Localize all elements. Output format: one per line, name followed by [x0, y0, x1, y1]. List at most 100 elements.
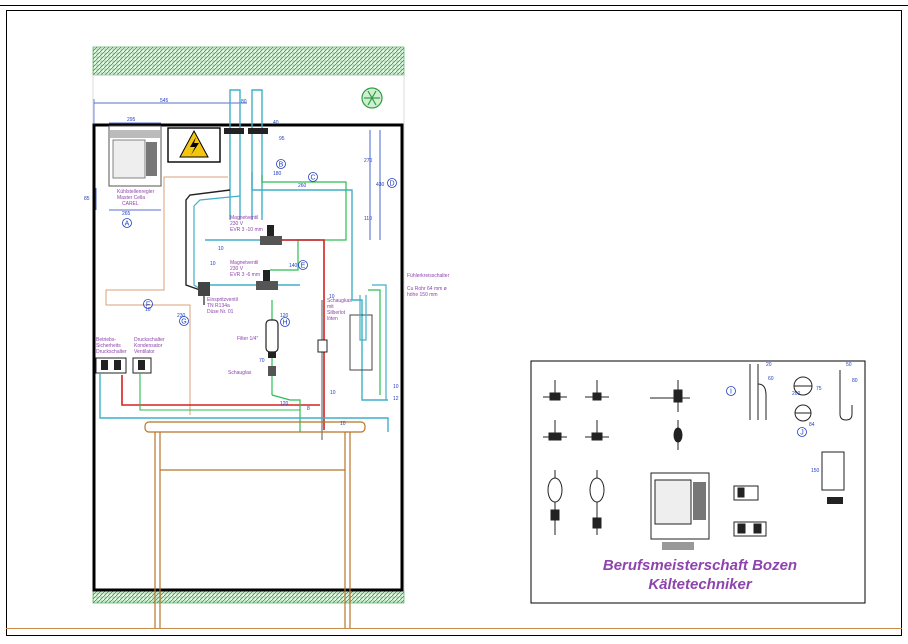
- pipe-left-loop-cyan: [193, 195, 241, 293]
- legend-title: Berufsmeisterschaft Bozen Kältetechniker: [560, 556, 840, 594]
- label-pressure1-3: Druckschalter: [96, 349, 127, 355]
- dim-230: 230: [177, 313, 186, 319]
- label-pressure2-3: Ventilator: [134, 349, 155, 355]
- pressure-switch-2: [132, 357, 152, 374]
- legend-dim-8: 84: [809, 422, 815, 428]
- svg-text:H: H: [282, 320, 287, 327]
- legend-pressure-1: [733, 485, 759, 501]
- svg-text:F: F: [146, 302, 150, 309]
- pipe-cyan-bottom: [99, 373, 389, 432]
- svg-text:D: D: [389, 181, 394, 188]
- dim-140: 140: [289, 263, 298, 269]
- label-pressure1-1: Betriebs-: [96, 337, 116, 343]
- pipe-green-bottom: [139, 373, 300, 411]
- legend-dim-4: 75: [816, 386, 822, 392]
- dim-120: 120: [280, 313, 289, 319]
- label-capillary-3: höhe 150 mm: [407, 292, 438, 298]
- label-capillary-1: Fühlerkreisschalter: [407, 273, 450, 279]
- bottom-border-line: [6, 628, 902, 629]
- dim-120b: 120: [280, 401, 289, 407]
- label-expansion-2: TN R134a: [207, 303, 230, 309]
- top-hatched-panel: [92, 46, 405, 76]
- dim-295: 295: [127, 117, 136, 123]
- label-sightglass-1: Schaugkas: [327, 298, 352, 304]
- marker-b: B: [276, 159, 286, 169]
- filter-drier: [265, 300, 279, 395]
- dim-145: 10: [145, 307, 151, 313]
- pipe-green-lower: [271, 394, 301, 432]
- label-controller-3: CAREL: [122, 201, 139, 207]
- svg-text:J: J: [800, 430, 804, 437]
- dim-10a: 10: [218, 246, 224, 252]
- top-border-line: [0, 5, 908, 6]
- dim-10d: 10: [330, 390, 336, 396]
- legend-filter-2: [589, 470, 605, 535]
- legend-valve-2: [585, 380, 609, 401]
- legend-dim-3: 200: [792, 391, 801, 397]
- legend-circle-symbol: [793, 376, 813, 422]
- label-controller-2: Master Cella: [117, 195, 145, 201]
- label-solenoid1-2: 230 V: [230, 221, 244, 227]
- pressure-switch-1: [95, 357, 127, 374]
- legend-valve-3: [543, 420, 567, 441]
- dim-265: 265: [122, 211, 131, 217]
- marker-a: A: [122, 218, 132, 228]
- label-filter: Filter 1/4": [237, 336, 258, 342]
- dim-10c: 10: [329, 294, 335, 300]
- dim-70: 70: [259, 358, 265, 364]
- svg-text:E: E: [301, 263, 306, 270]
- controller-unit: [108, 125, 162, 187]
- legend-expansion: [650, 380, 690, 412]
- legend-symbols: [543, 364, 853, 550]
- marker-i: I: [726, 386, 736, 396]
- label-sightglass-lower: Schauglas: [228, 370, 252, 376]
- label-solenoid2-1: Magnetventil: [230, 260, 258, 266]
- marker-f: F: [143, 299, 153, 309]
- dim-95: 95: [279, 136, 285, 142]
- snowflake-icon: [361, 87, 383, 109]
- dim-85: 85: [84, 196, 90, 202]
- sightglass-right: [317, 300, 328, 440]
- legend-controller: [650, 472, 710, 550]
- pipe-bundle-top: [224, 89, 268, 220]
- svg-text:C: C: [310, 175, 315, 182]
- label-solenoid2-2: 230 V: [230, 266, 244, 272]
- pipe-hotgas-red: [282, 239, 325, 430]
- marker-g: G: [179, 316, 189, 326]
- marker-c: C: [308, 172, 318, 182]
- evaporator-coil: [349, 284, 387, 400]
- dim-80: 80: [241, 99, 247, 105]
- expansion-valve: [198, 282, 210, 305]
- marker-d: D: [387, 178, 397, 188]
- dim-430: 430: [376, 182, 385, 188]
- legend-dim-2: 60: [768, 376, 774, 382]
- dim-180: 180: [273, 171, 282, 177]
- solenoid-valve-2: [205, 270, 300, 290]
- wire-tan: [105, 176, 228, 415]
- legend-dim-5: 50: [846, 362, 852, 368]
- label-sightglass-2: mit: [327, 304, 334, 310]
- label-expansion-1: Einspritzventil: [207, 297, 238, 303]
- dim-40: 40: [273, 120, 279, 126]
- dim-545: 545: [160, 98, 169, 104]
- label-pressure2-2: Kondensator: [134, 343, 163, 349]
- legend-valve-4: [585, 420, 609, 441]
- high-voltage-warning-box: [167, 127, 221, 163]
- label-controller-1: Kühlstellenregler: [117, 189, 155, 195]
- pipe-hotgas-red-lower: [121, 375, 320, 406]
- marker-e: E: [298, 260, 308, 270]
- legend-box-rect: [821, 451, 845, 504]
- label-solenoid1-3: EVR 3 -10 mm: [230, 227, 263, 233]
- legend-title-line-1: Berufsmeisterschaft Bozen: [602, 557, 798, 574]
- label-pressure1-2: Sicherheits: [96, 343, 121, 349]
- dim-10b: 10: [210, 261, 216, 267]
- cabinet-frame: [92, 123, 404, 592]
- drawing-frame: [6, 10, 902, 636]
- label-expansion-3: Düse Nr. 01: [207, 309, 234, 315]
- pipe-left-loop: [185, 189, 231, 291]
- svg-text:I: I: [730, 389, 732, 396]
- label-solenoid2-3: EVR 3 -6 mm: [230, 272, 260, 278]
- svg-text:A: A: [125, 221, 130, 228]
- dim-8: 8: [307, 406, 310, 412]
